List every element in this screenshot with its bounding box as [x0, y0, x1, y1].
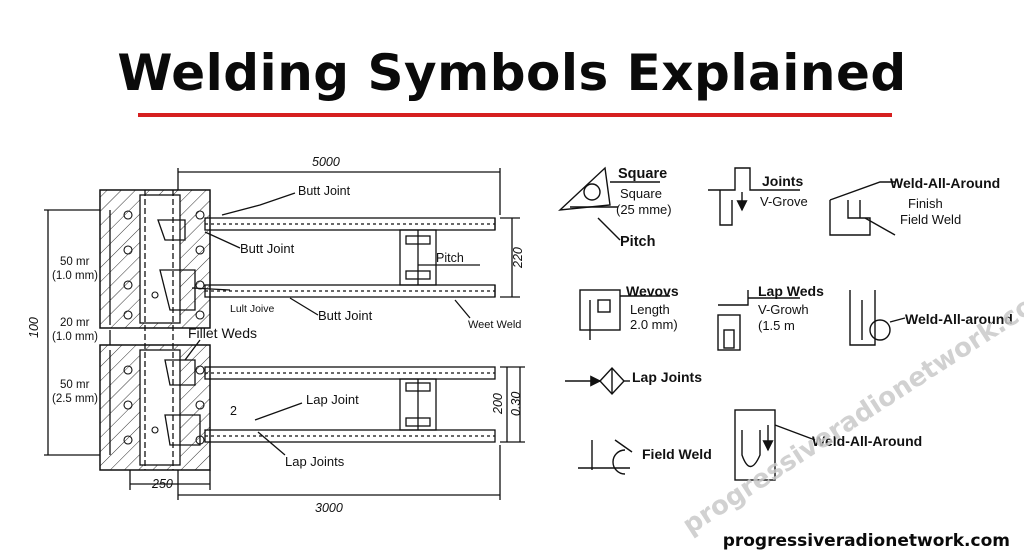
- weld-all-around-icon-2: [849, 290, 876, 346]
- label-fillet-weds: Fillet Weds: [188, 325, 257, 341]
- label-waa3: Weld-All-Around: [812, 433, 922, 449]
- label-field-weld: Field Weld: [642, 446, 712, 462]
- label-dim-50-top: 50 mr: [60, 256, 90, 268]
- label-square-sub2: (25 mme): [616, 202, 672, 217]
- label-lap-joints: Lap Joints: [632, 369, 702, 385]
- label-square-sub1: Square: [620, 186, 662, 201]
- label-lult-joive: Lult Joive: [230, 303, 275, 315]
- label-weet-weld: Weet Weld: [468, 319, 521, 331]
- dim-small-2: 2: [230, 404, 237, 418]
- dim-left-height: 100: [27, 317, 41, 338]
- left-drawing-labels: 5000 3000 250 100 220 200 0.30 2 Butt Jo…: [27, 155, 525, 515]
- label-wevovs-sub1: Length: [630, 302, 670, 317]
- label-dim-20-sub: (1.0 mm): [52, 331, 98, 343]
- label-dim-50-bot: 50 mr: [60, 379, 90, 391]
- weld-all-around-icon-3: [734, 409, 776, 481]
- label-waa1-title: Weld-All-Around: [890, 175, 1000, 191]
- label-square-title: Square: [618, 166, 667, 182]
- label-lapweds-sub1: V-Growh: [758, 302, 809, 317]
- footer-site-url: progressiveradionetwork.com: [722, 531, 1010, 551]
- label-waa2: Weld-All-around: [905, 311, 1013, 327]
- label-waa1-field: Field Weld: [900, 212, 961, 227]
- label-pitch: Pitch: [620, 234, 655, 250]
- joints-weld-icon: [708, 167, 760, 191]
- lap-weds-weld-icon: [718, 290, 749, 306]
- label-lap-joints: Lap Joints: [285, 454, 345, 469]
- symbol-glyphs: [558, 166, 906, 481]
- dim-left-small: 250: [151, 477, 173, 491]
- wevovs-weld-icon: [579, 289, 621, 331]
- label-joints-title: Joints: [762, 173, 803, 189]
- label-pitch-drawing: Pitch: [436, 251, 464, 265]
- label-waa1-finish: Finish: [908, 196, 943, 211]
- symbol-labels: Square Square (25 mme) Pitch Joints V-Gr…: [616, 166, 1013, 462]
- upper-beam: [204, 217, 496, 298]
- dim-top: 5000: [312, 155, 340, 169]
- label-lapweds-sub2: (1.5 m: [758, 318, 795, 333]
- left-assembly-drawing: [44, 168, 525, 500]
- dim-bottom: 3000: [315, 501, 343, 515]
- label-dim-20: 20 mr: [60, 317, 90, 329]
- lower-beam: [204, 366, 496, 443]
- label-butt-joint-3: Butt Joint: [318, 308, 373, 323]
- dim-right-bottom-a: 200: [491, 393, 505, 415]
- dim-right-bottom-b: 0.30: [509, 392, 523, 416]
- title-underline: [138, 113, 892, 117]
- dim-right-top: 220: [511, 247, 525, 269]
- label-joints-sub: V-Grove: [760, 194, 808, 209]
- label-dim-50-top-sub: (1.0 mm): [52, 270, 98, 282]
- label-butt-joint-2: Butt Joint: [240, 241, 295, 256]
- label-butt-joint-1: Butt Joint: [298, 184, 351, 198]
- label-lap-joint: Lap Joint: [306, 392, 359, 407]
- page-title: Welding Symbols Explained: [117, 44, 907, 102]
- label-wevovs-title: Wevovs: [626, 283, 679, 299]
- label-wevovs-sub2: 2.0 mm): [630, 317, 678, 332]
- weld-all-around-icon-1: [829, 181, 895, 201]
- label-dim-50-bot-sub: (2.5 mm): [52, 393, 98, 405]
- bolt-circles: [123, 210, 205, 445]
- label-lapweds-title: Lap Weds: [758, 283, 824, 299]
